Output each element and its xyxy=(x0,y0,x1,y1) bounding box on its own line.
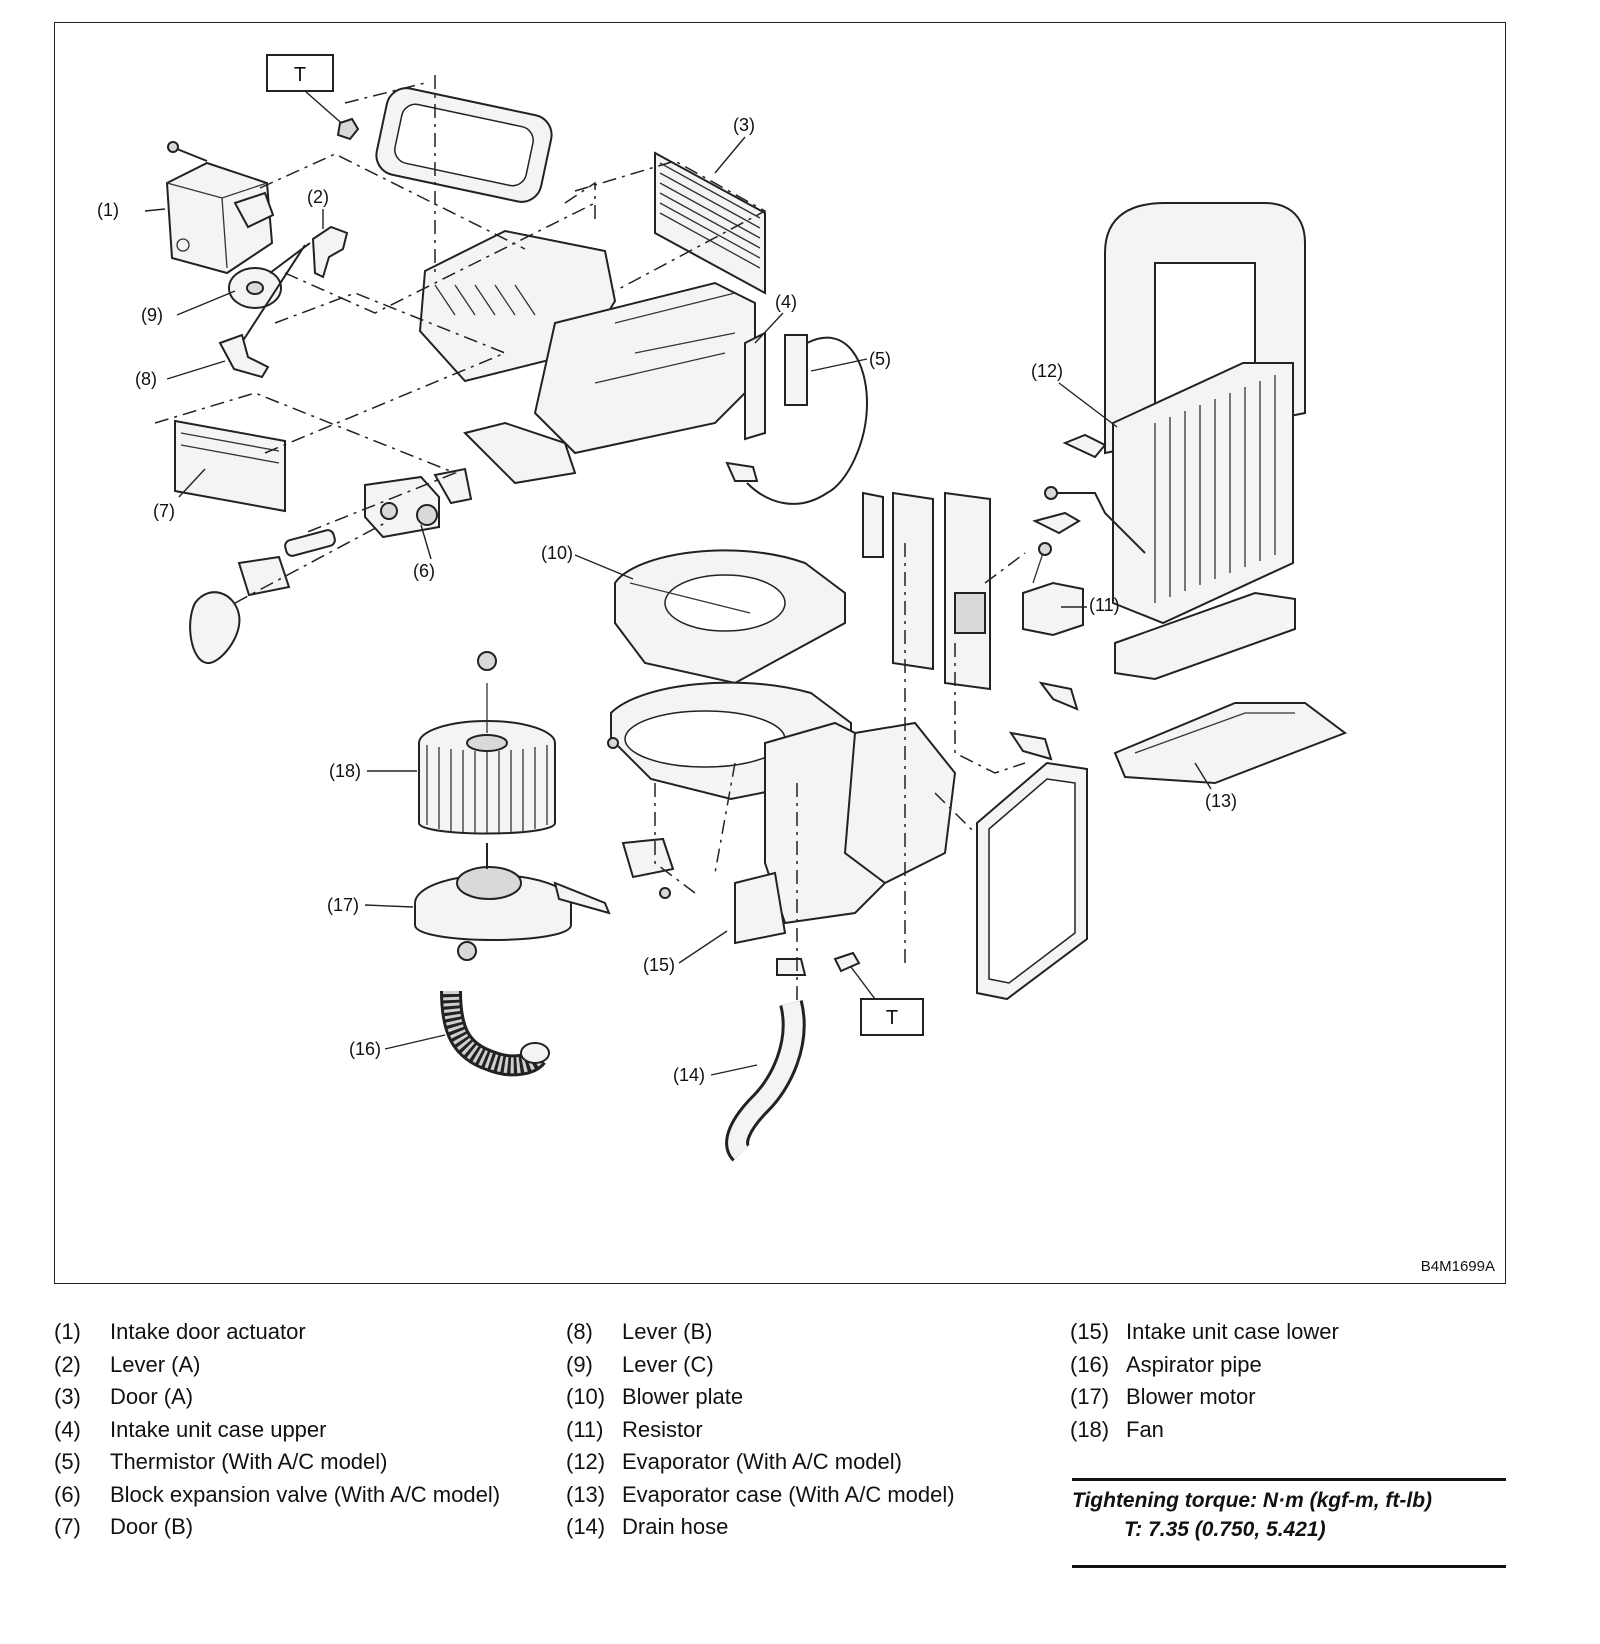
callout-1: (1) xyxy=(97,200,119,220)
case-gasket xyxy=(976,761,1088,1001)
callout-3: (3) xyxy=(733,115,755,135)
resistor xyxy=(862,491,1084,691)
intake-unit-case-lower xyxy=(607,681,957,945)
legend-item: (16)Aspirator pipe xyxy=(1070,1351,1262,1377)
callout-12: (12) xyxy=(1031,361,1063,381)
tightening-torque-box: Tightening torque: N·m (kgf-m, ft-lb) T:… xyxy=(1072,1478,1506,1568)
lever-a xyxy=(234,225,349,354)
blower-plate xyxy=(614,549,846,685)
legend-item: (7)Door (B) xyxy=(54,1514,194,1539)
callout-11: (11) xyxy=(1089,595,1120,615)
block-expansion-valve xyxy=(189,467,473,665)
legend-item: (10)Blower plate xyxy=(566,1384,744,1409)
callout-4: (4) xyxy=(775,292,797,312)
callout-18: (18) xyxy=(329,761,361,781)
legend-item: (2)Lever (A) xyxy=(54,1351,201,1377)
legend-column-2: (8)Lever (B) (9)Lever (C) (10)Blower pla… xyxy=(566,1316,1006,1544)
assembly-lines xyxy=(154,75,1026,1003)
thermistor xyxy=(725,334,869,505)
legend-item: (3)Door (A) xyxy=(54,1384,194,1409)
diagram-canvas: T xyxy=(97,54,1348,1162)
callout-13: (13) xyxy=(1205,791,1237,811)
callout-6: (6) xyxy=(413,561,435,581)
evaporator xyxy=(1032,202,1306,625)
legend-item: (17)Blower motor xyxy=(1070,1384,1256,1409)
legend-item: (12)Evaporator (With A/C model) xyxy=(566,1449,902,1474)
callout-17: (17) xyxy=(327,895,359,915)
callout-7: (7) xyxy=(153,501,175,521)
exploded-view-diagram: T xyxy=(54,22,1506,1284)
callout-16: (16) xyxy=(349,1039,381,1059)
callout-15: (15) xyxy=(643,955,675,975)
svg-text:T: T xyxy=(886,1007,898,1029)
aspirator-pipe xyxy=(440,990,550,1077)
fan xyxy=(418,651,556,835)
door-a xyxy=(375,87,766,295)
intake-door-actuator xyxy=(165,141,275,275)
callout-10: (10) xyxy=(541,543,573,563)
legend-column-3: (15)Intake unit case lower (16)Aspirator… xyxy=(1070,1316,1520,1446)
callouts: (1) (2) (3) (4) (5) (6) (7) (8) (9) (10)… xyxy=(97,115,1237,1085)
legend-item: (5)Thermistor (With A/C model) xyxy=(54,1449,388,1474)
torque-heading: Tightening torque: N·m (kgf-m, ft-lb) xyxy=(1072,1489,1433,1512)
callout-2: (2) xyxy=(307,187,329,207)
lever-b xyxy=(218,333,270,379)
callout-8: (8) xyxy=(135,369,157,389)
legend-item: (4)Intake unit case upper xyxy=(54,1416,327,1442)
legend-item: (1)Intake door actuator xyxy=(54,1319,306,1344)
torque-value: T: 7.35 (0.750, 5.421) xyxy=(1124,1518,1326,1541)
legend-item: (8)Lever (B) xyxy=(566,1319,713,1344)
callout-14: (14) xyxy=(673,1065,705,1085)
door-b xyxy=(174,419,286,513)
torque-marker-bottom: T xyxy=(850,966,924,1036)
callout-5: (5) xyxy=(869,349,891,369)
legend-item: (6)Block expansion valve (With A/C model… xyxy=(54,1481,501,1507)
clips xyxy=(1008,681,1079,761)
legend-item: (15)Intake unit case lower xyxy=(1070,1319,1339,1344)
legend-column-1: (1)Intake door actuator (2)Lever (A) (3)… xyxy=(54,1316,524,1544)
legend-item: (14)Drain hose xyxy=(566,1514,729,1539)
callout-9: (9) xyxy=(141,305,163,325)
svg-text:T: T xyxy=(294,64,306,86)
drain-hose xyxy=(725,951,861,1162)
evaporator-case xyxy=(1113,591,1348,785)
figure-code: B4M1699A xyxy=(1420,1258,1495,1275)
legend-item: (18)Fan xyxy=(1070,1416,1164,1442)
legend-item: (9)Lever (C) xyxy=(566,1351,714,1377)
legend-item: (11)Resistor xyxy=(566,1416,703,1442)
torque-marker-top: T xyxy=(266,54,360,141)
blower-motor xyxy=(414,843,611,961)
intake-unit-case-upper xyxy=(418,229,766,485)
legend-item: (13)Evaporator case (With A/C model) xyxy=(566,1481,955,1507)
